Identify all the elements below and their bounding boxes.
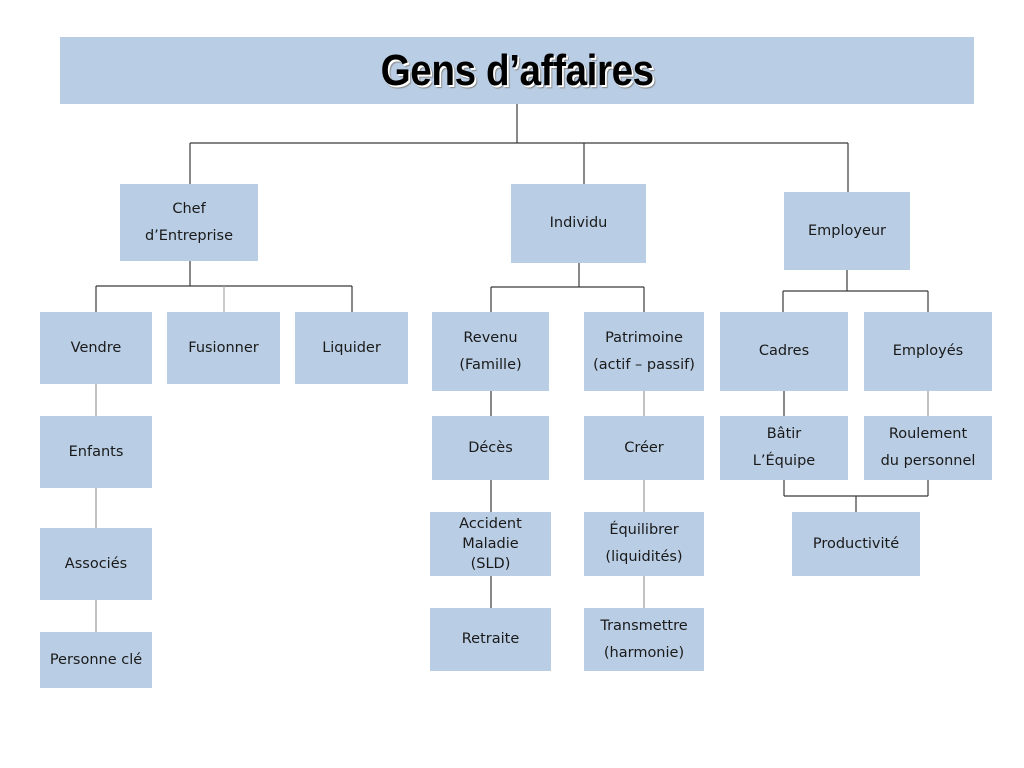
node-label: Roulement du personnel bbox=[880, 426, 976, 469]
node-label: Équilibrer (liquidités) bbox=[605, 522, 683, 565]
node-batir-equipe: Bâtir L’Équipe bbox=[720, 416, 848, 480]
node-fusionner: Fusionner bbox=[167, 312, 280, 384]
node-roulement-personnel: Roulement du personnel bbox=[864, 416, 992, 480]
node-enfants: Enfants bbox=[40, 416, 152, 488]
node-chef-entreprise: Chef d’Entreprise bbox=[120, 184, 258, 261]
node-personne-cle: Personne clé bbox=[40, 632, 152, 688]
node-label: Vendre bbox=[70, 339, 122, 356]
node-retraite: Retraite bbox=[430, 608, 551, 671]
node-vendre: Vendre bbox=[40, 312, 152, 384]
node-label: Employeur bbox=[807, 222, 887, 239]
node-label: Bâtir L’Équipe bbox=[752, 426, 816, 469]
node-label: Individu bbox=[549, 215, 608, 231]
node-liquider: Liquider bbox=[295, 312, 408, 384]
node-label: Transmettre (harmonie) bbox=[600, 617, 688, 661]
node-label: Patrimoine (actif – passif) bbox=[593, 329, 695, 373]
node-label: Revenu (Famille) bbox=[459, 329, 522, 373]
node-label: Personne clé bbox=[49, 651, 143, 668]
node-label: Productivité bbox=[812, 535, 900, 552]
node-accident-maladie: Accident Maladie (SLD) bbox=[430, 512, 551, 576]
node-label: Enfants bbox=[68, 443, 124, 460]
node-label: Retraite bbox=[461, 631, 520, 647]
node-label: Chef d’Entreprise bbox=[144, 200, 234, 244]
diagram-title: Gens d’affaires bbox=[60, 37, 974, 104]
node-label: Associés bbox=[64, 555, 128, 572]
node-revenu: Revenu (Famille) bbox=[432, 312, 549, 391]
node-equilibrer: Équilibrer (liquidités) bbox=[584, 512, 704, 576]
node-label: Accident Maladie (SLD) bbox=[459, 516, 522, 572]
node-deces: Décès bbox=[432, 416, 549, 480]
node-transmettre: Transmettre (harmonie) bbox=[584, 608, 704, 671]
node-productivite: Productivité bbox=[792, 512, 920, 576]
node-creer: Créer bbox=[584, 416, 704, 480]
node-employes: Employés bbox=[864, 312, 992, 391]
node-associes: Associés bbox=[40, 528, 152, 600]
node-employeur: Employeur bbox=[784, 192, 910, 270]
node-label: Décès bbox=[468, 439, 513, 456]
node-patrimoine: Patrimoine (actif – passif) bbox=[584, 312, 704, 391]
node-cadres: Cadres bbox=[720, 312, 848, 391]
node-label: Fusionner bbox=[188, 339, 259, 356]
title-text: Gens d’affaires bbox=[380, 45, 654, 95]
node-label: Cadres bbox=[758, 343, 810, 359]
node-label: Liquider bbox=[322, 339, 381, 356]
node-individu: Individu bbox=[511, 184, 646, 263]
node-label: Créer bbox=[624, 439, 664, 456]
node-label: Employés bbox=[892, 343, 964, 359]
